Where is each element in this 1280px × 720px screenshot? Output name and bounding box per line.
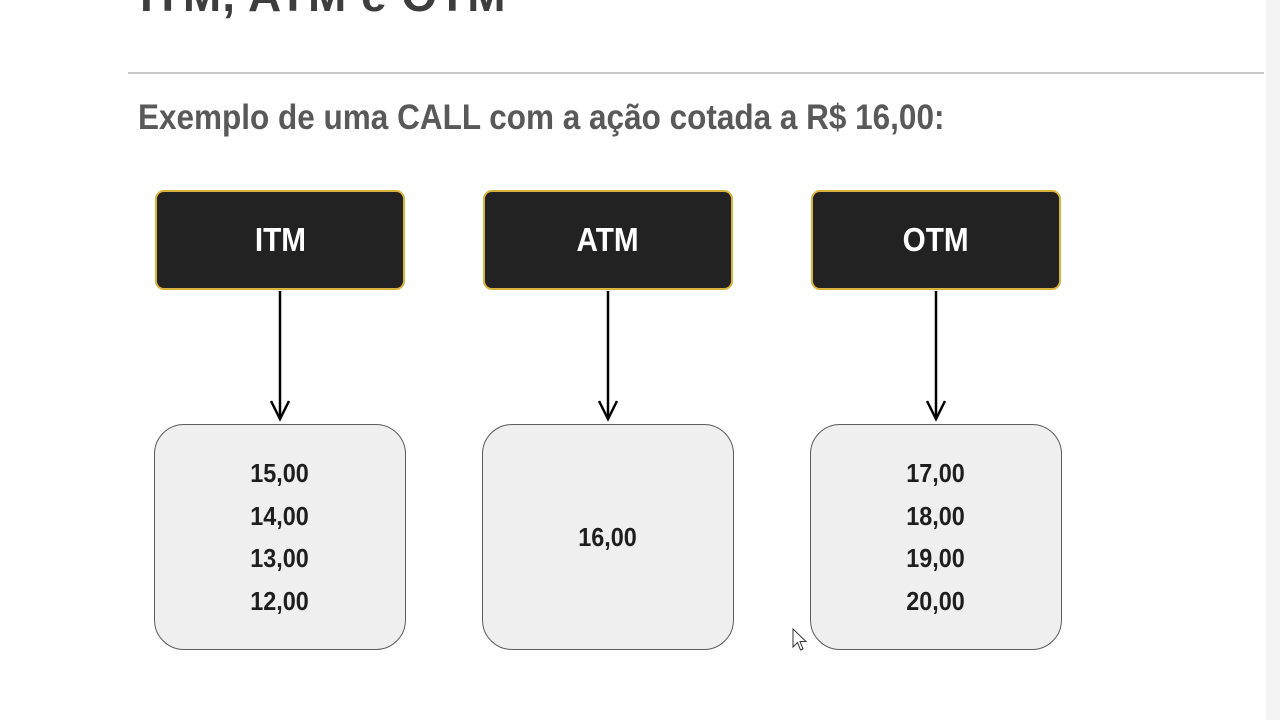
title-divider — [128, 72, 1264, 74]
otm-arrow — [925, 291, 947, 422]
otm-value: 17,00 — [906, 458, 966, 488]
otm-value: 18,00 — [906, 500, 966, 531]
atm-header-box: ATM — [483, 190, 733, 290]
itm-values-box: 15,00 14,00 13,00 12,00 — [154, 424, 406, 650]
itm-arrow — [269, 291, 291, 422]
mouse-cursor-icon — [792, 628, 808, 651]
atm-values-box: 16,00 — [482, 424, 734, 650]
slide-subtitle: Exemplo de uma CALL com a ação cotada a … — [138, 98, 945, 137]
itm-header-box: ITM — [155, 190, 405, 290]
otm-value: 20,00 — [906, 585, 966, 616]
right-edge-strip — [1266, 0, 1280, 720]
itm-value: 14,00 — [250, 500, 310, 531]
itm-value: 15,00 — [250, 458, 310, 488]
otm-header-label: OTM — [902, 221, 969, 258]
atm-header-label: ATM — [576, 221, 640, 258]
itm-value: 13,00 — [250, 543, 310, 573]
otm-values-box: 17,00 18,00 19,00 20,00 — [810, 424, 1062, 650]
otm-header-box: OTM — [811, 190, 1061, 290]
atm-value: 16,00 — [578, 521, 638, 552]
otm-value: 19,00 — [906, 543, 966, 573]
itm-header-label: ITM — [254, 221, 306, 258]
itm-value: 12,00 — [250, 585, 310, 616]
slide-title-cropped: ITM, ATM e OTM — [140, 0, 507, 22]
atm-arrow — [597, 291, 619, 422]
